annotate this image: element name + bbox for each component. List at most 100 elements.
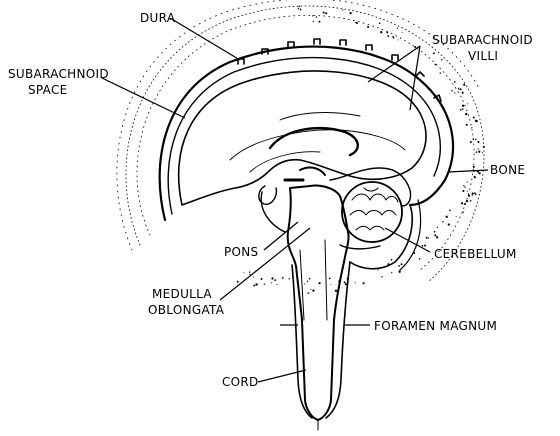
stipple-dot xyxy=(381,276,382,277)
stipple-dot xyxy=(424,244,426,246)
stipple-dot xyxy=(401,263,403,265)
stipple-dot xyxy=(237,281,239,283)
leader-villi-a xyxy=(368,46,420,82)
label-medulla-2: OBLONGATA xyxy=(148,303,225,317)
stipple-dot xyxy=(463,84,465,86)
stipple-dot xyxy=(253,276,254,277)
leader-cerebellum xyxy=(385,228,430,252)
stipple-dot xyxy=(477,141,479,143)
stipple-dot xyxy=(380,31,382,33)
stipple-dot xyxy=(454,81,456,83)
stipple-dot xyxy=(458,88,459,89)
stipple-dot xyxy=(441,59,443,61)
stipple-dot xyxy=(307,281,308,282)
stipple-dot xyxy=(449,210,451,212)
stipple-dot xyxy=(335,290,337,292)
stipple-dot xyxy=(379,22,381,24)
stipple-dot xyxy=(467,181,468,182)
stipple-dot xyxy=(476,151,478,153)
stipple-dot xyxy=(249,271,250,272)
stipple-dot xyxy=(462,190,464,192)
stipple-dot xyxy=(345,283,347,285)
stipple-dot xyxy=(467,191,468,192)
stipple-dot xyxy=(399,265,400,266)
stipple-dot xyxy=(349,12,351,14)
stipple-dot xyxy=(465,113,467,115)
stipple-dot xyxy=(446,216,448,218)
label-villi-2: VILLI xyxy=(468,49,498,63)
stipple-dot xyxy=(274,279,276,281)
stipple-dot xyxy=(391,259,393,261)
stipple-dot xyxy=(462,108,463,109)
stipple-dot xyxy=(255,283,257,285)
label-dura: DURA xyxy=(140,11,176,25)
stipple-dot xyxy=(478,172,480,174)
stipple-dot xyxy=(470,200,472,202)
stipple-dot xyxy=(244,272,245,273)
stipple-dot xyxy=(271,282,272,283)
stipple-dot xyxy=(436,236,438,238)
stipple-dot xyxy=(367,26,369,28)
stipple-dot xyxy=(307,293,308,294)
stipple-dot xyxy=(463,185,464,186)
stipple-dot xyxy=(310,289,311,290)
label-bone: BONE xyxy=(490,163,525,177)
stipple-dot xyxy=(475,139,477,141)
stipple-dot xyxy=(475,120,477,122)
stipple-dot xyxy=(460,88,462,90)
stipple-dot xyxy=(472,195,473,196)
label-pons: PONS xyxy=(224,245,258,259)
stipple-dot xyxy=(422,245,424,247)
stipple-dot xyxy=(264,283,265,284)
label-foramen-magnum: FORAMEN MAGNUM xyxy=(374,319,497,333)
stipple-dot xyxy=(426,237,428,239)
labels: DURA SUBARACHNOID VILLI SUBARACHNOID SPA… xyxy=(8,11,533,389)
stipple-dot xyxy=(482,152,483,153)
stipple-dot xyxy=(456,216,457,217)
stipple-dot xyxy=(253,285,255,287)
stipple-dot xyxy=(318,282,320,284)
stipple-dot xyxy=(325,12,327,14)
stipple-dot xyxy=(298,8,299,9)
leader-dura xyxy=(170,18,240,60)
stipple-dot xyxy=(304,284,305,285)
stipple-dot xyxy=(414,46,416,48)
stipple-dot xyxy=(483,146,485,148)
stipple-dot xyxy=(473,166,475,168)
stipple-dot xyxy=(472,192,474,194)
label-space-2: SPACE xyxy=(28,83,68,97)
stipple-dot xyxy=(461,203,462,204)
stipple-dot xyxy=(462,92,464,94)
stipple-dot xyxy=(393,37,394,38)
label-cord: CORD xyxy=(222,375,259,389)
stipple-dot xyxy=(386,32,388,34)
stipple-dot xyxy=(478,148,479,149)
leader-pons xyxy=(264,222,298,250)
stipple-dot xyxy=(398,271,400,273)
stipple-dot xyxy=(261,278,263,280)
leader-bone xyxy=(448,170,488,172)
stipple-dot xyxy=(433,52,435,54)
label-space-1: SUBARACHNOID xyxy=(8,67,109,81)
stipple-dot xyxy=(460,109,462,111)
stipple-dot xyxy=(472,138,474,140)
stipple-dot xyxy=(342,9,343,10)
stipple-dot xyxy=(391,272,392,273)
stipple-dot xyxy=(473,117,475,119)
label-medulla-1: MEDULLA xyxy=(152,287,212,301)
stipple-dot xyxy=(402,32,403,33)
label-cerebellum: CEREBELLUM xyxy=(434,247,517,261)
stipple-dot xyxy=(454,92,455,93)
stipple-dot xyxy=(330,284,331,285)
stipple-dot xyxy=(474,192,476,194)
stipple-dot xyxy=(271,277,273,279)
stipple-dot xyxy=(323,12,325,14)
stipple-dot xyxy=(462,211,463,212)
stipple-dot xyxy=(434,231,436,233)
stipple-dot xyxy=(309,292,310,293)
stipple-dot xyxy=(277,284,278,285)
stipple-dot xyxy=(428,238,429,239)
stipple-dot xyxy=(300,9,302,11)
stipple-dot xyxy=(318,21,320,23)
